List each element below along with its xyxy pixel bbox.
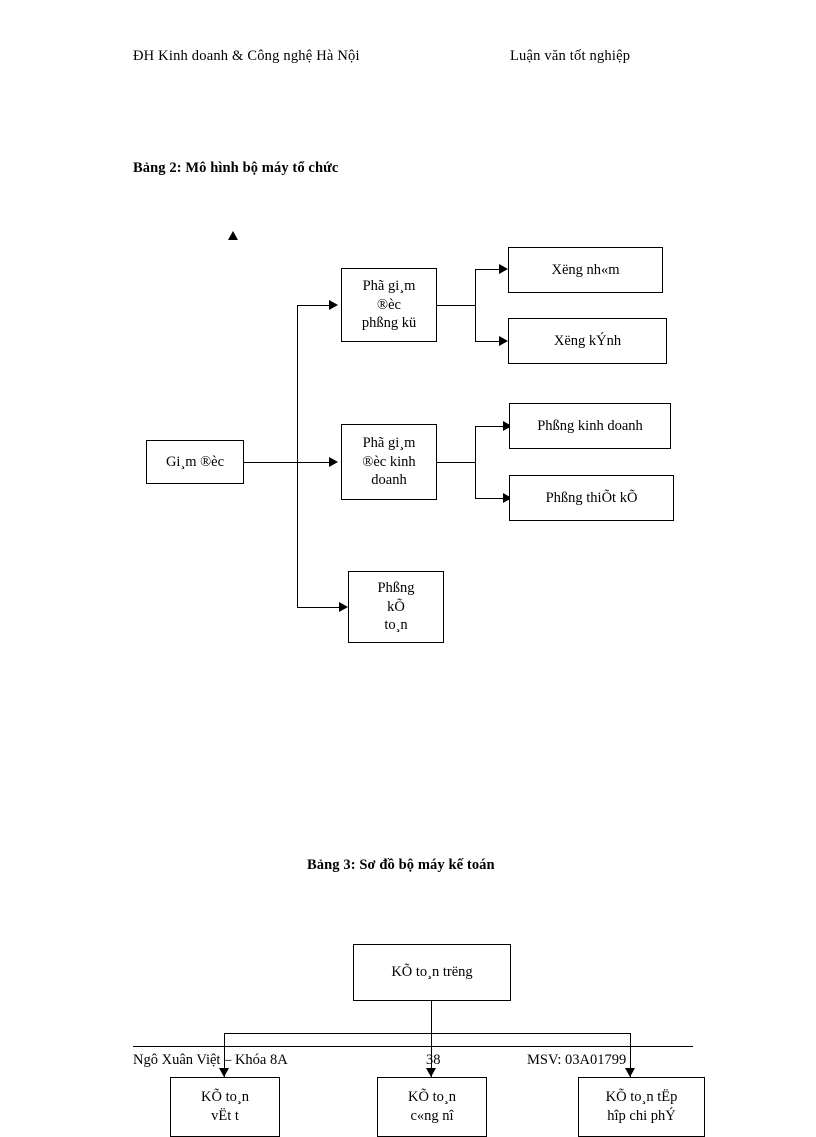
figure3-box-liabilities-accountant: KÕ to¸n c«ng nî — [377, 1077, 487, 1137]
figure2-arrow-workshop-aluminium — [499, 264, 508, 274]
figure2-box-root-label: Gi¸m ®èc — [165, 453, 225, 470]
figure2-split-biz-bar — [475, 426, 476, 498]
figure2-arrow-workshop-glass — [499, 336, 508, 346]
figure3-box-materials-accountant: KÕ to¸n vËt t — [170, 1077, 280, 1137]
figure2-box-deputy-technical-line3: phßng kü — [361, 315, 417, 332]
running-head: ĐH Kinh doanh & Công nghệ Hà Nội Luận vă… — [133, 48, 693, 68]
figure3-caption: Bảng 3: Sơ đồ bộ máy kế toán — [307, 857, 495, 873]
figure2-arrow-branch-3 — [339, 602, 348, 612]
footer: Ngô Xuân Việt – Khóa 8A 38 MSV: 03A01799 — [133, 1052, 693, 1072]
figure2-box-dept-design: Phßng thiÕt kÕ — [509, 475, 674, 521]
figure2-box-workshop-glass: Xëng kÝnh — [508, 318, 667, 364]
figure3-box-cost-accountant-line2: hîp chi phÝ — [607, 1108, 676, 1124]
figure2-branch-2 — [297, 462, 331, 463]
figure2-box-workshop-aluminium-label: Xëng nh«m — [551, 261, 620, 278]
figure3-box-liabilities-accountant-line2: c«ng nî — [410, 1108, 454, 1124]
running-head-right: Luận văn tốt nghiệp — [510, 48, 631, 64]
running-head-left: ĐH Kinh doanh & Công nghệ Hà Nội — [133, 48, 360, 64]
figure2-box-workshop-aluminium: Xëng nh«m — [508, 247, 663, 293]
figure3-stem — [431, 1001, 432, 1077]
figure2-split-biz-down — [475, 498, 506, 499]
figure2-box-dept-design-label: Phßng thiÕt kÕ — [545, 489, 638, 506]
figure3-box-liabilities-accountant-line1: KÕ to¸n — [408, 1089, 456, 1106]
figure2-branch-1 — [297, 305, 331, 306]
figure2-box-accounting-dept-line1: Phßng — [377, 580, 415, 597]
figure3-box-cost-accountant-line1: KÕ to¸n tËp — [605, 1089, 678, 1106]
footer-rule — [133, 1046, 693, 1047]
figure3-drop-right — [630, 1033, 631, 1077]
figure2-caption: Bảng 2: Mô hình bộ máy tổ chức — [133, 160, 339, 176]
figure2-box-dept-business-label: Phßng kinh doanh — [537, 417, 643, 434]
figure2-box-deputy-technical-line1: Phã gi¸m — [362, 278, 416, 295]
figure2-arrow-dept-design — [503, 493, 512, 503]
figure2-connector-root — [244, 462, 297, 463]
figure2-split-biz-up — [475, 426, 506, 427]
figure3-bus-bar — [224, 1033, 631, 1034]
figure3-box-chief-accountant-label: KÕ to¸n trëng — [391, 964, 473, 981]
figure2-box-deputy-business-line3: doanh — [371, 472, 407, 489]
figure2-branch-3 — [297, 607, 341, 608]
figure2-box-accounting-dept-line3: to¸n — [384, 617, 408, 634]
figure3-arrow-right — [625, 1068, 635, 1077]
figure2-box-accounting-dept: Phßng kÕ to¸n — [348, 571, 444, 643]
figure3-arrow-left — [219, 1068, 229, 1077]
figure2-box-root: Gi¸m ®èc — [146, 440, 244, 484]
figure2-box-deputy-business-line1: Phã gi¸m — [362, 435, 416, 452]
figure2-split-tech-bar — [475, 269, 476, 341]
figure2-box-deputy-business: Phã gi¸m ®èc kinh doanh — [341, 424, 437, 500]
figure2-arrow-branch-2 — [329, 457, 338, 467]
figure2-box-deputy-technical: Phã gi¸m ®èc phßng kü — [341, 268, 437, 342]
triangle-marker-icon — [228, 231, 238, 240]
figure3-box-chief-accountant: KÕ to¸n trëng — [353, 944, 511, 1001]
figure2-box-deputy-technical-line2: ®èc — [377, 296, 401, 313]
figure2-split-tech-down — [475, 341, 501, 342]
figure2-box-dept-business: Phßng kinh doanh — [509, 403, 671, 449]
figure2-box-accounting-dept-line2: kÕ — [387, 598, 405, 615]
figure2-spine — [297, 305, 298, 607]
figure2-split-tech-stem — [437, 305, 475, 306]
figure2-split-tech-up — [475, 269, 501, 270]
figure2-box-deputy-business-line2: ®èc kinh — [362, 453, 416, 470]
figure3-box-materials-accountant-line2: vËt t — [211, 1108, 239, 1124]
figure3-box-materials-accountant-line1: KÕ to¸n — [201, 1089, 249, 1106]
figure3-box-cost-accountant: KÕ to¸n tËp hîp chi phÝ — [578, 1077, 705, 1137]
figure3-drop-left — [224, 1033, 225, 1077]
footer-student-id: MSV: 03A01799 — [527, 1052, 627, 1068]
footer-author: Ngô Xuân Việt – Khóa 8A — [133, 1052, 288, 1068]
footer-page-number: 38 — [426, 1052, 441, 1068]
figure2-arrow-dept-business — [503, 421, 512, 431]
figure2-split-biz-stem — [437, 462, 475, 463]
figure2-box-workshop-glass-label: Xëng kÝnh — [553, 332, 622, 349]
figure2-arrow-branch-1 — [329, 300, 338, 310]
figure3-arrow-center — [426, 1068, 436, 1077]
